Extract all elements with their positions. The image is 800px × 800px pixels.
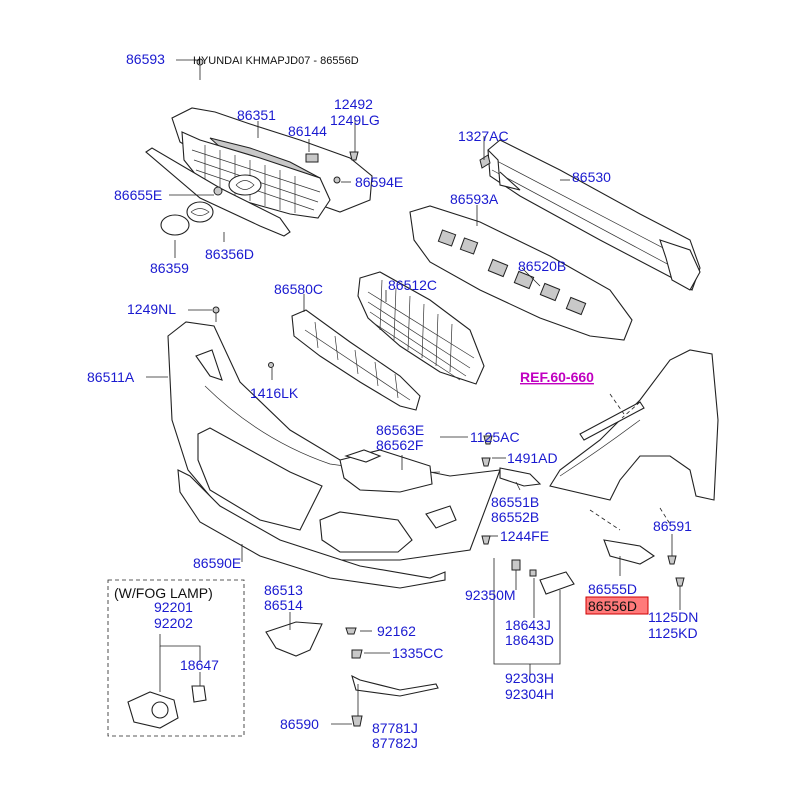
part-label-1249LG[interactable]: 1249LG [330,112,380,128]
part-label-87781J[interactable]: 87781J [372,720,418,736]
fender [549,349,719,501]
part-label-86356D[interactable]: 86356D [205,246,254,262]
part-label-1327AC[interactable]: 1327AC [458,128,509,144]
part-label-92162[interactable]: 92162 [377,623,416,639]
part-label-86593A[interactable]: 86593A [450,191,499,207]
part-label-1125KD[interactable]: 1125KD [648,625,698,641]
part-labels: 86593 86351 12492 1249LG 86144 1327AC 86… [87,51,698,751]
part-label-92303H[interactable]: 92303H [505,670,554,686]
part-label-86590E[interactable]: 86590E [193,555,241,571]
part-label-86563E[interactable]: 86563E [376,422,424,438]
part-label-1249NL[interactable]: 1249NL [127,301,176,317]
part-label-1416LK[interactable]: 1416LK [250,385,299,401]
part-label-86580C[interactable]: 86580C [274,281,323,297]
part-label-92304H[interactable]: 92304H [505,686,554,702]
part-label-86555D[interactable]: 86555D [588,581,637,597]
bracket-86580C [291,309,421,411]
part-label-86512C[interactable]: 86512C [388,277,437,293]
part-label-1244FE[interactable]: 1244FE [500,528,549,544]
inset-title: (W/FOG LAMP) [114,585,213,601]
part-label-86514[interactable]: 86514 [264,597,303,613]
part-label-1125AC[interactable]: 1125AC [470,429,520,445]
part-label-86520B[interactable]: 86520B [518,258,566,274]
part-label-86591[interactable]: 86591 [653,518,692,534]
fog-lamp-cover [265,621,363,659]
part-label-86351[interactable]: 86351 [237,107,276,123]
part-label-86530[interactable]: 86530 [572,169,611,185]
part-label-86590[interactable]: 86590 [280,716,319,732]
part-label-1125DN[interactable]: 1125DN [648,609,698,625]
part-label-1491AD[interactable]: 1491AD [507,450,558,466]
reference-link[interactable]: REF.60-660 [520,369,594,385]
part-label-86593[interactable]: 86593 [126,51,165,67]
garnish-strip [351,674,439,727]
part-label-18647[interactable]: 18647 [180,657,219,673]
part-label-87782J[interactable]: 87782J [372,735,418,751]
bumper-cover [167,306,501,561]
part-label-92201[interactable]: 92201 [154,599,193,615]
bumper-lower-lip [177,469,446,589]
energy-absorber [409,205,633,341]
part-label-1335CC[interactable]: 1335CC [392,645,443,661]
part-label-86655E[interactable]: 86655E [114,187,162,203]
part-label-92350M[interactable]: 92350M [465,587,516,603]
part-label-86513[interactable]: 86513 [264,582,303,598]
back-beam [473,139,701,291]
grille-assembly [145,58,373,237]
part-label-12492[interactable]: 12492 [334,96,373,112]
part-label-86594E[interactable]: 86594E [355,174,403,190]
part-label-18643J[interactable]: 18643J [505,617,551,633]
part-label-86556D[interactable]: 86556D [588,598,637,614]
diagram-header: HYUNDAI KHMAPJD07 - 86556D [193,55,359,67]
part-label-86359[interactable]: 86359 [150,260,189,276]
side-reflector-group [511,559,575,595]
part-label-86562F[interactable]: 86562F [376,437,423,453]
part-label-86511A[interactable]: 86511A [87,369,135,385]
selected-part-highlight [585,596,649,615]
side-brackets [481,435,685,587]
part-label-18643D[interactable]: 18643D [505,632,554,648]
part-label-86552B[interactable]: 86552B [491,509,539,525]
part-label-92202[interactable]: 92202 [154,615,193,631]
part-label-86551B[interactable]: 86551B [491,494,539,510]
leader-lines [146,59,681,725]
lower-grille [357,271,485,385]
part-label-86144[interactable]: 86144 [288,123,327,139]
fog-lamp-inset [107,579,245,737]
